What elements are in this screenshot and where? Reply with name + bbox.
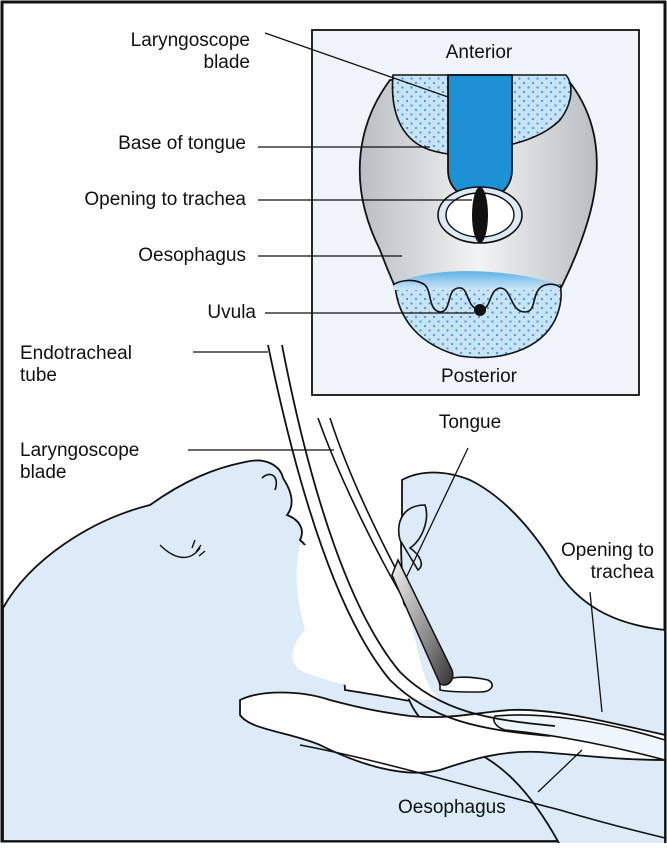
label-laryngoscope-blade-top-1: Laryngoscope — [40, 30, 250, 52]
label-uvula: Uvula — [40, 302, 256, 324]
label-oesophagus-top: Oesophagus — [40, 245, 246, 267]
uvula-dot — [474, 304, 486, 316]
inset-view — [312, 30, 639, 395]
trachea-opening — [472, 187, 488, 243]
label-posterior: Posterior — [404, 366, 554, 388]
label-laryngoscope-blade-bottom-2: blade — [20, 462, 67, 484]
label-laryngoscope-blade-bottom-1: Laryngoscope — [20, 440, 139, 462]
label-tongue: Tongue — [420, 412, 520, 434]
label-endotracheal-tube-2: tube — [20, 365, 57, 387]
label-opening-to-trachea-bottom-2: trachea — [480, 562, 654, 584]
label-laryngoscope-blade-top-2: blade — [40, 52, 250, 74]
label-base-of-tongue: Base of tongue — [40, 133, 246, 155]
label-oesophagus-bottom: Oesophagus — [398, 797, 506, 819]
label-anterior: Anterior — [404, 42, 554, 64]
label-opening-to-trachea-top: Opening to trachea — [10, 189, 246, 211]
blade-blue — [448, 75, 512, 200]
label-opening-to-trachea-bottom-1: Opening to — [480, 540, 654, 562]
label-endotracheal-tube-1: Endotracheal — [20, 343, 132, 365]
